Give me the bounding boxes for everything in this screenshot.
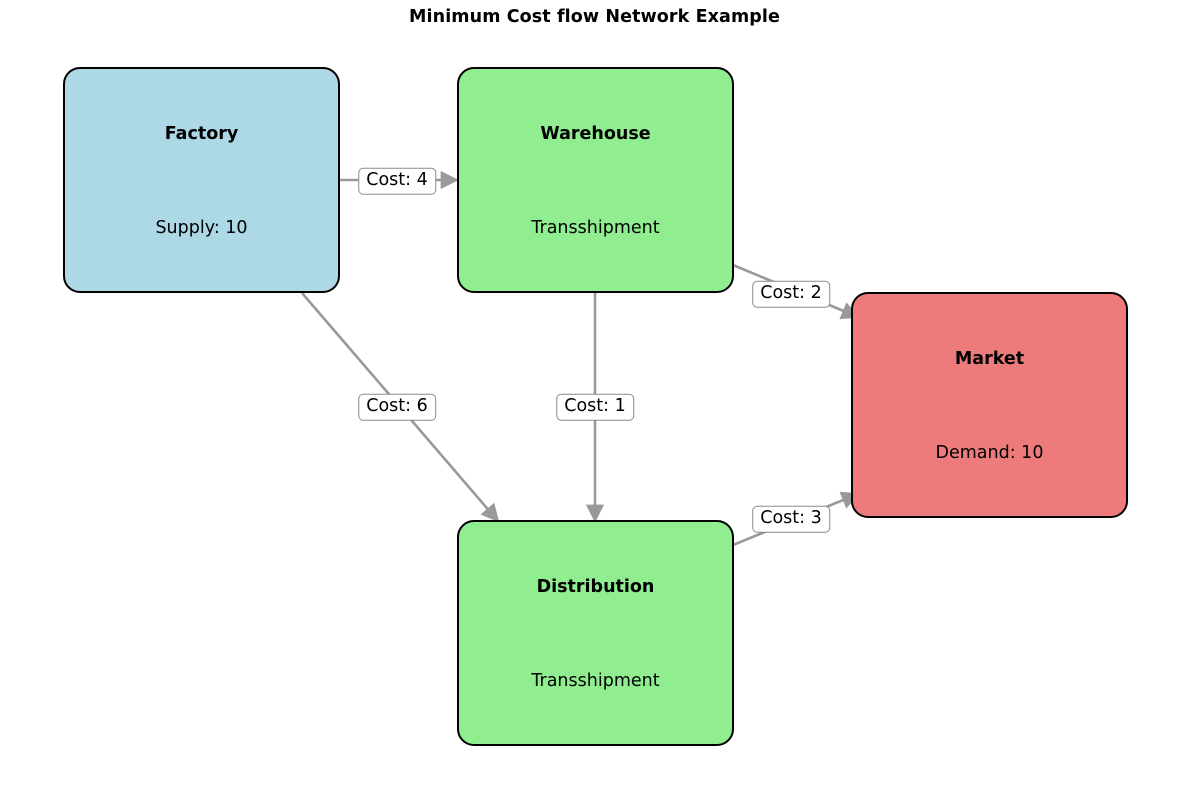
edge-label-warehouse-distribution: Cost: 1 xyxy=(556,393,634,421)
node-market[interactable]: Market Demand: 10 xyxy=(851,292,1128,518)
edge-label-distribution-market: Cost: 3 xyxy=(752,505,830,533)
node-distribution[interactable]: Distribution Transshipment xyxy=(457,520,734,746)
node-market-title: Market xyxy=(954,349,1025,369)
node-warehouse-detail: Transshipment xyxy=(531,217,660,238)
node-factory-detail: Supply: 10 xyxy=(155,217,248,238)
edge-label-warehouse-market: Cost: 2 xyxy=(752,280,830,308)
node-factory[interactable]: Factory Supply: 10 xyxy=(63,67,340,293)
edge-label-factory-warehouse: Cost: 4 xyxy=(358,167,436,195)
node-factory-title: Factory xyxy=(164,124,239,144)
node-warehouse-title: Warehouse xyxy=(540,124,651,144)
node-distribution-title: Distribution xyxy=(536,577,655,597)
edge-label-factory-distribution: Cost: 6 xyxy=(358,393,436,421)
node-market-detail: Demand: 10 xyxy=(935,442,1044,463)
node-distribution-detail: Transshipment xyxy=(531,670,660,691)
node-warehouse[interactable]: Warehouse Transshipment xyxy=(457,67,734,293)
page-title: Minimum Cost flow Network Example xyxy=(409,7,780,27)
